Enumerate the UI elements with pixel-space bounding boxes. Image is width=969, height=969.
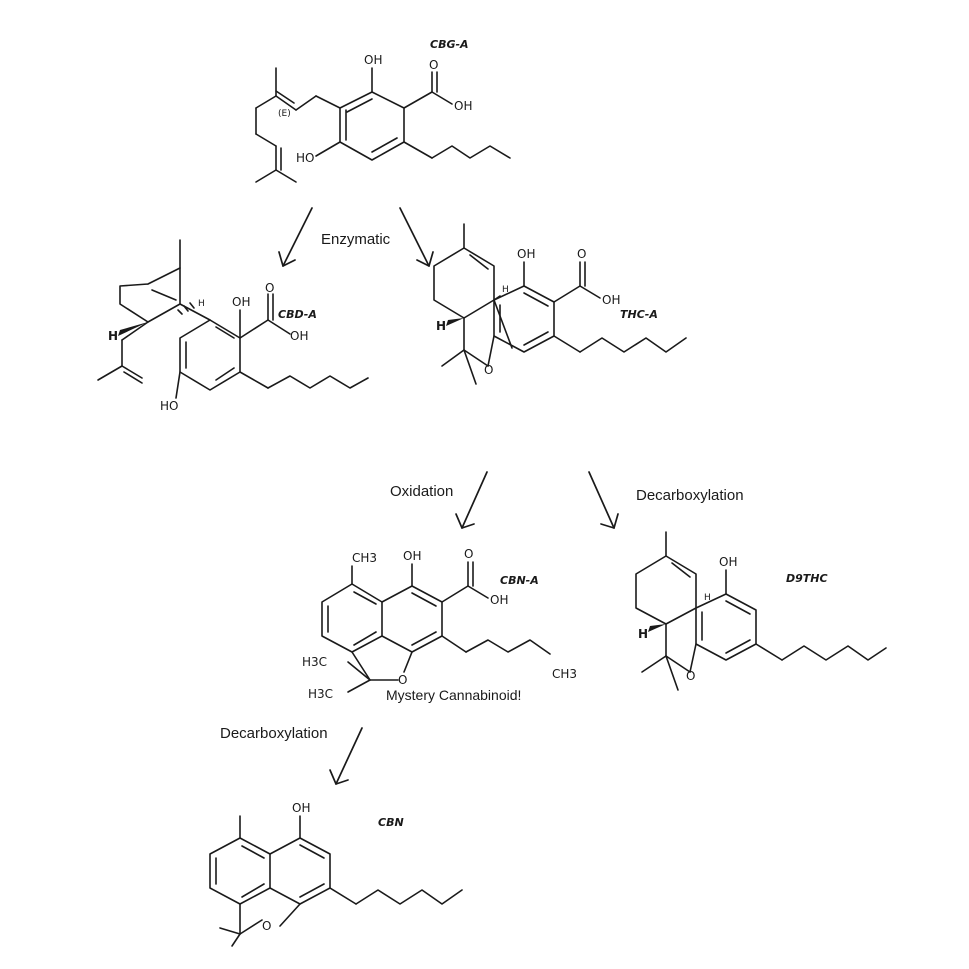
molecule-cbga: OH O OH HO (E) CBG-A (255, 38, 511, 183)
cbna-methyl: CH3 (352, 551, 377, 565)
cbda-oh-bottom: HO (160, 399, 178, 413)
arrow-enzymatic-right (399, 207, 434, 267)
arrow-decarboxylation-right (588, 471, 619, 529)
molecule-thca: OH O OH O H H THC-A (433, 223, 687, 385)
molecule-d9thc: OH O H H D9THC (635, 531, 887, 691)
cbga-bonds (255, 67, 511, 183)
cbna-h3c-1: H3C (302, 655, 327, 669)
molecule-cbn: OH O CBN (209, 801, 463, 947)
cbga-oh-bottom: HO (296, 151, 314, 165)
thca-carbonyl-o: O (577, 247, 586, 261)
cbna-bonds (321, 561, 551, 693)
cbna-oh-top: OH (403, 549, 421, 563)
arrow-oxidation (455, 471, 488, 529)
thca-wedge-bond (446, 318, 464, 326)
cbn-oh-top: OH (292, 801, 310, 815)
thca-h-top: H (502, 285, 509, 295)
thca-cooh-oh: OH (602, 293, 620, 307)
cbn-bonds (209, 815, 463, 947)
thca-ring-o: O (484, 363, 493, 377)
cbda-h-left: H (108, 329, 118, 343)
step-enzymatic: Enzymatic (321, 231, 391, 248)
step-oxidation: Oxidation (390, 483, 453, 500)
step-decarboxylation-2: Decarboxylation (220, 725, 328, 742)
cbna-ring-o: O (398, 673, 407, 687)
d9thc-wedge-bond (648, 624, 666, 632)
arrow-decarboxylation-down (329, 727, 363, 785)
thca-oh-top: OH (517, 247, 535, 261)
cbda-hash-bond (177, 302, 195, 315)
cbga-name: CBG-A (430, 38, 469, 51)
d9thc-bonds (635, 531, 887, 691)
thca-name: THC-A (620, 308, 658, 321)
cbda-name: CBD-A (278, 308, 317, 321)
cbn-name: CBN (378, 816, 404, 829)
cbga-oh-top: OH (364, 53, 382, 67)
cbna-mystery-note: Mystery Cannabinoid! (386, 687, 521, 703)
thca-h-bottom: H (436, 319, 446, 333)
d9thc-h-bottom: H (638, 627, 648, 641)
cbna-cooh-oh: OH (490, 593, 508, 607)
cbda-bonds (97, 239, 369, 399)
cbda-wedge-bond (118, 322, 148, 336)
thca-hash-bond (493, 295, 501, 301)
cbga-stereo-label: (E) (278, 109, 291, 119)
step-decarboxylation-1: Decarboxylation (636, 487, 744, 504)
cbda-cooh-oh: OH (290, 329, 308, 343)
cbda-carbonyl-o: O (265, 281, 274, 295)
cbn-ring-o: O (262, 919, 271, 933)
d9thc-name: D9THC (786, 572, 828, 585)
cbna-carbonyl-o: O (464, 547, 473, 561)
molecule-cbda: OH O OH HO H H CBD-A (97, 239, 369, 413)
cbda-oh-top: OH (232, 295, 250, 309)
arrow-enzymatic-left (278, 207, 313, 267)
cbna-name: CBN-A (500, 574, 539, 587)
d9thc-h-top: H (704, 593, 711, 603)
thca-bonds (433, 223, 687, 385)
cbga-carbonyl-o: O (429, 58, 438, 72)
cbna-h3c-2: H3C (308, 687, 333, 701)
d9thc-ring-o: O (686, 669, 695, 683)
cbga-cooh-oh: OH (454, 99, 472, 113)
d9thc-oh-top: OH (719, 555, 737, 569)
molecule-cbna: CH3 OH O OH O H3C H3C CH3 CBN-A Mystery … (302, 547, 577, 703)
cbna-tail-methyl: CH3 (552, 667, 577, 681)
cbda-h-right: H (198, 299, 205, 309)
